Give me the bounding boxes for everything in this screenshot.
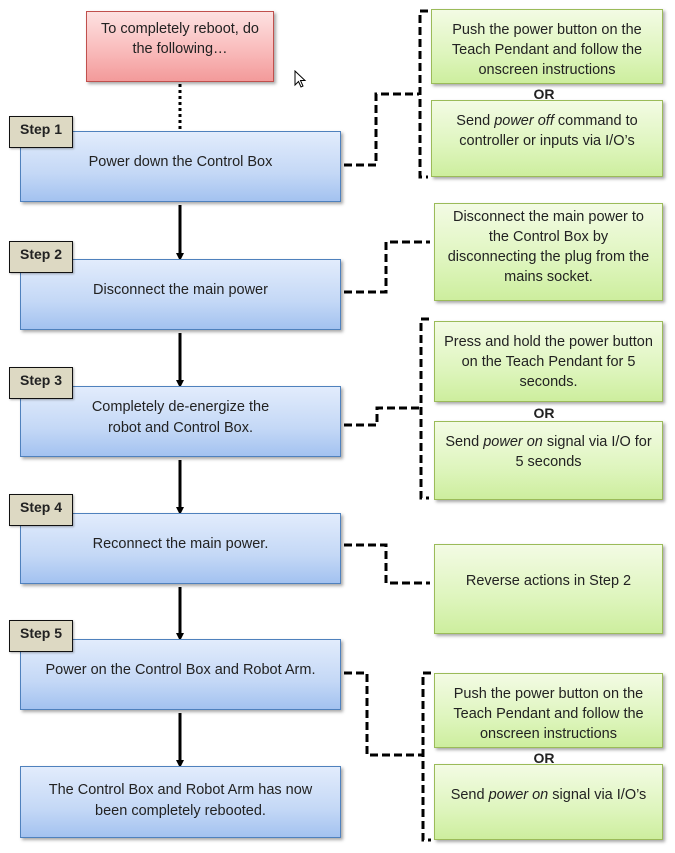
step4-option-a-text: Reverse actions in Step 2 xyxy=(465,573,632,589)
step5-tag: Step 5 xyxy=(9,620,73,652)
step3-option-b: Send power on signal via I/O for 5 secon… xyxy=(434,421,663,500)
step5-option-a: Push the power button on the Teach Penda… xyxy=(434,673,663,748)
step2-text: Disconnect the main power xyxy=(93,282,268,298)
step5-option-b-pre: Send xyxy=(450,787,489,803)
step1-bracket xyxy=(418,9,428,179)
step4-text: Reconnect the main power. xyxy=(92,536,269,552)
end-text: The Control Box and Robot Arm has now be… xyxy=(48,782,313,819)
step1-tag: Step 1 xyxy=(9,116,73,148)
step5-text: Power on the Control Box and Robot Arm. xyxy=(45,662,316,678)
mouse-pointer-icon xyxy=(294,70,307,88)
step1-box: Power down the Control Box xyxy=(20,131,341,202)
step1-option-b-text: Send power off command to controller or … xyxy=(440,111,654,151)
step4-tag: Step 4 xyxy=(9,494,73,526)
step2-connector xyxy=(344,240,430,294)
step2-option-a-text: Disconnect the main power to the Control… xyxy=(447,209,650,285)
step1-option-a-text: Push the power button on the Teach Penda… xyxy=(451,22,643,78)
step3-tag: Step 3 xyxy=(9,367,73,399)
step3-box: Completely de-energize the robot and Con… xyxy=(20,386,341,457)
step3-text-line1: Completely de-energize the xyxy=(91,398,270,415)
step1-or-label: OR xyxy=(533,86,555,102)
step1-option-a: Push the power button on the Teach Penda… xyxy=(431,9,663,84)
step4-option-a: Reverse actions in Step 2 xyxy=(434,544,663,634)
step2-option-a: Disconnect the main power to the Control… xyxy=(434,203,663,301)
step5-connector xyxy=(344,671,423,757)
step1-option-b-emphasis: power off xyxy=(494,113,554,129)
step5-option-b-emphasis: power on xyxy=(488,787,549,803)
step1-connector xyxy=(344,92,419,167)
step1-text: Power down the Control Box xyxy=(88,154,273,170)
end-box: The Control Box and Robot Arm has now be… xyxy=(20,766,341,838)
step5-box: Power on the Control Box and Robot Arm. xyxy=(20,639,341,710)
step3-text: Completely de-energize the robot and Con… xyxy=(92,397,269,439)
step3-option-a-text: Press and hold the power button on the T… xyxy=(444,334,653,390)
step2-box: Disconnect the main power xyxy=(20,259,341,330)
step2-tag: Step 2 xyxy=(9,241,73,273)
step3-option-b-pre: Send xyxy=(445,434,484,450)
step3-connector xyxy=(344,406,421,427)
step5-bracket xyxy=(421,671,431,842)
step3-option-b-text: Send power on signal via I/O for 5 secon… xyxy=(443,432,654,472)
step3-or-label: OR xyxy=(533,405,555,421)
step3-option-b-emphasis: power on xyxy=(483,434,543,450)
step1-option-b-post: command to controller or inputs via I/O’… xyxy=(459,113,638,149)
start-text: To completely reboot, do the following… xyxy=(101,20,259,57)
step5-option-b-text: Send power on signal via I/O’s xyxy=(451,785,647,805)
step3-bracket xyxy=(419,317,429,500)
step5-or-label: OR xyxy=(533,750,555,766)
step5-option-b: Send power on signal via I/O’s xyxy=(434,764,663,840)
step1-option-b-pre: Send xyxy=(456,113,495,129)
step5-option-a-text: Push the power button on the Teach Penda… xyxy=(453,686,644,742)
step1-option-b: Send power off command to controller or … xyxy=(431,100,663,177)
step4-connector xyxy=(344,543,430,585)
step4-box: Reconnect the main power. xyxy=(20,513,341,584)
step3-option-b-post: signal via I/O for 5 seconds xyxy=(515,434,652,470)
start-box: To completely reboot, do the following… xyxy=(86,11,274,82)
step3-text-line2: robot and Control Box. xyxy=(107,419,254,436)
step3-option-a: Press and hold the power button on the T… xyxy=(434,321,663,402)
step5-option-b-post: signal via I/O’s xyxy=(548,787,647,803)
